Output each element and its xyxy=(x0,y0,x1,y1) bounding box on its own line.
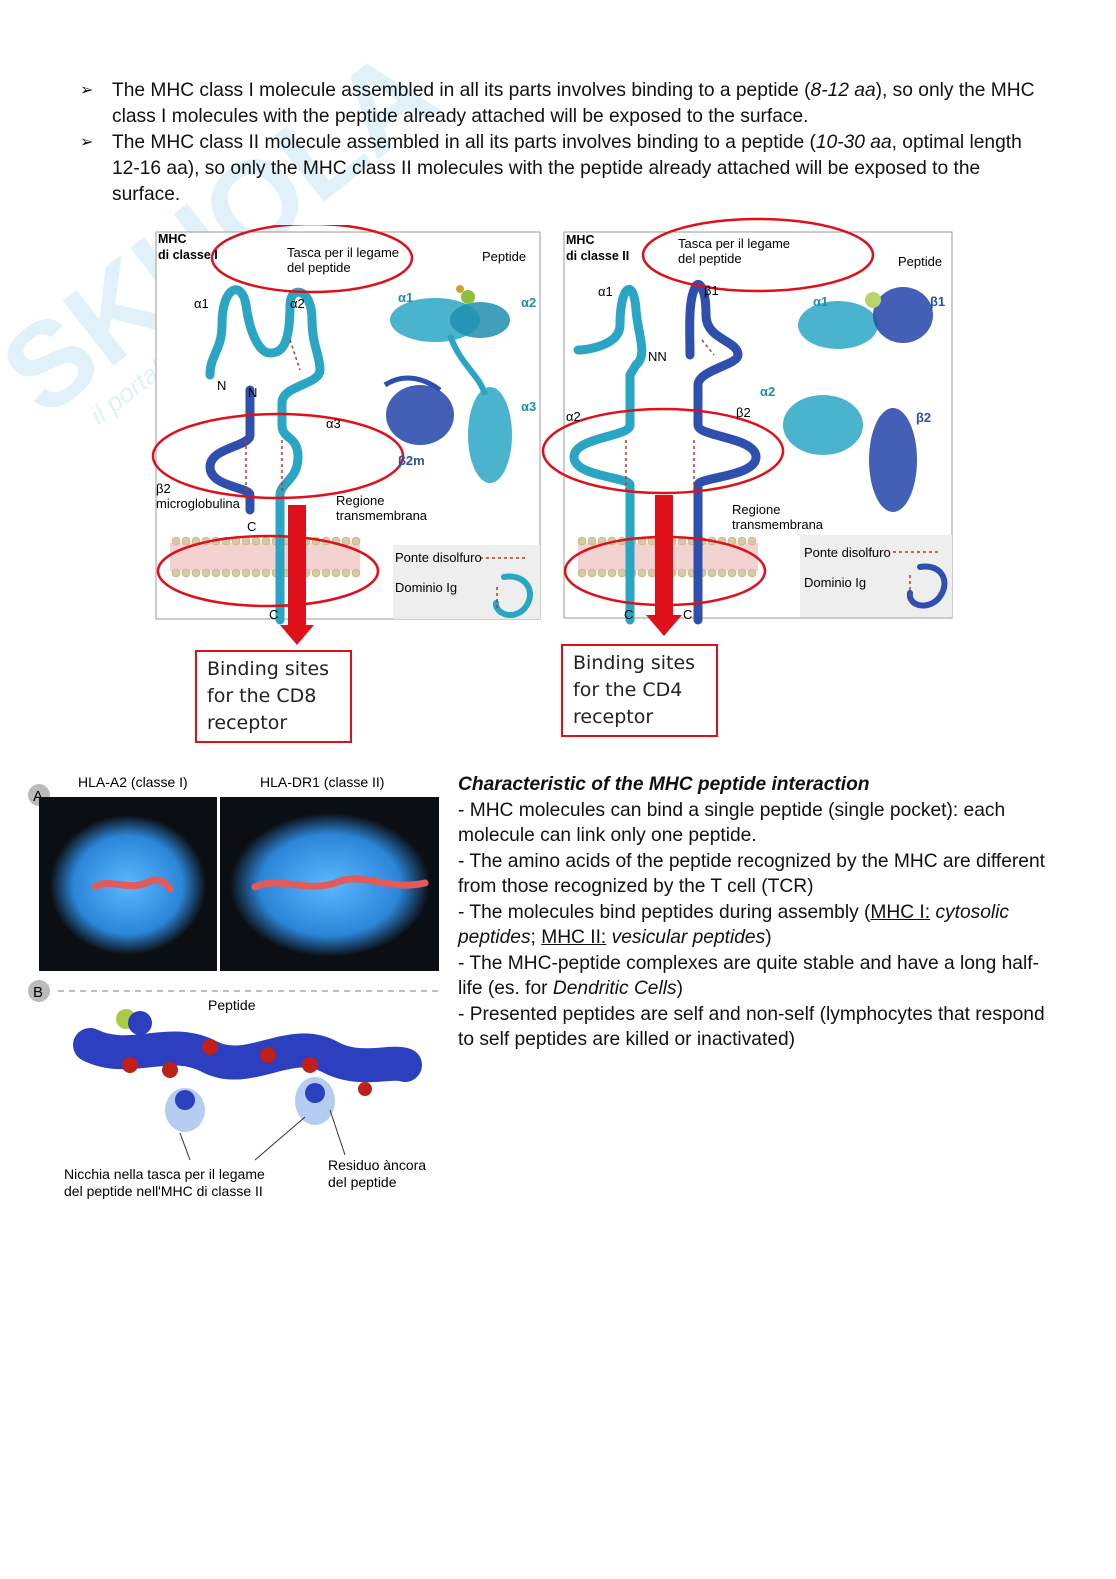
figure-peptide-binding: A HLA-A2 (classe I) HLA-DR1 (classe II) … xyxy=(20,765,450,1205)
alpha2-label: α2 xyxy=(566,409,581,424)
c-terminus-label: C xyxy=(269,607,278,622)
arrow-bullet-icon: ➢ xyxy=(80,78,93,104)
characteristics-title: Characteristic of the MHC peptide intera… xyxy=(458,772,1058,798)
c-terminus-label: C xyxy=(683,607,692,622)
legend-disulfide-label: Ponte disolfuro xyxy=(395,550,482,565)
cd8-box-line: for the CD8 xyxy=(207,683,340,710)
bullet-text: The MHC class II molecule assembled in a… xyxy=(112,132,816,153)
fig-title: di classe II xyxy=(566,249,629,263)
item-underline: MHC II: xyxy=(541,927,606,948)
alpha1-ribbon-label: α1 xyxy=(813,294,828,309)
arrow-bullet-icon: ➢ xyxy=(80,130,93,156)
peptide-label: Peptide xyxy=(208,997,256,1013)
alpha1-ribbon-label: α1 xyxy=(398,290,413,305)
alpha2-ribbon-label: α2 xyxy=(521,295,536,310)
beta2-label: microglobulina xyxy=(156,496,241,511)
characteristics-item: - The amino acids of the peptide recogni… xyxy=(458,849,1058,900)
cd4-box-line: Binding sites xyxy=(573,650,706,677)
pocket-label: Tasca per il legame xyxy=(678,236,790,251)
alpha3-label: α3 xyxy=(326,416,341,431)
beta2-ribbon-label: β2 xyxy=(916,410,931,425)
alpha1-label: α1 xyxy=(598,284,613,299)
bullet-list: ➢ The MHC class I molecule assembled in a… xyxy=(80,78,1040,208)
transmembrane-label: transmembrana xyxy=(732,517,824,532)
transmembrane-label: Regione xyxy=(732,502,780,517)
n-terminus-label: N xyxy=(248,385,257,400)
characteristics-item: - The molecules bind peptides during ass… xyxy=(458,900,1058,951)
item-text: ) xyxy=(677,978,683,999)
c-terminus-label: C xyxy=(624,607,633,622)
fig-title: di classe I xyxy=(158,248,218,262)
item-text: - The MHC-peptide complexes are quite st… xyxy=(458,953,1039,1000)
n-terminus-label: NN xyxy=(648,349,667,364)
characteristics-item: - Presented peptides are self and non-se… xyxy=(458,1002,1058,1053)
pocket-label: del peptide xyxy=(287,260,351,275)
cd4-box-line: receptor xyxy=(573,704,706,731)
pocket-label: Tasca per il legame xyxy=(287,245,399,260)
pocket-label: del peptide xyxy=(678,251,742,266)
alpha2-ribbon-label: α2 xyxy=(760,384,775,399)
cd4-binding-box: Binding sites for the CD4 receptor xyxy=(561,644,718,737)
panel-b-label: B xyxy=(33,984,43,1001)
peptide-label: Peptide xyxy=(898,254,942,269)
peptide-label: Peptide xyxy=(482,249,526,264)
cd8-box-line: receptor xyxy=(207,710,340,737)
alpha2-label: α2 xyxy=(290,296,305,311)
characteristics-item: - MHC molecules can bind a single peptid… xyxy=(458,798,1058,849)
figure-mhc-class-1: MHC di classe I Tasca per il legame del … xyxy=(150,225,550,645)
characteristics-section: Characteristic of the MHC peptide intera… xyxy=(458,772,1058,1053)
cd8-binding-box: Binding sites for the CD8 receptor xyxy=(195,650,352,743)
cd4-box-line: for the CD4 xyxy=(573,677,706,704)
n-terminus-label: N xyxy=(217,378,226,393)
characteristics-item: - The MHC-peptide complexes are quite st… xyxy=(458,951,1058,1002)
bullet-item-class1: ➢ The MHC class I molecule assembled in a… xyxy=(80,78,1040,130)
c-terminus-label: C xyxy=(247,519,256,534)
alpha1-label: α1 xyxy=(194,296,209,311)
alpha3-ribbon-label: α3 xyxy=(521,399,536,414)
fig-title: MHC xyxy=(158,232,186,246)
niche-label: Nicchia nella tasca per il legame xyxy=(64,1166,265,1182)
transmembrane-label: transmembrana xyxy=(336,508,428,523)
item-italic: Dendritic Cells xyxy=(553,978,677,999)
bullet-emph: 8-12 aa xyxy=(811,80,876,101)
hla-dr1-label: HLA-DR1 (classe II) xyxy=(260,774,384,790)
legend-disulfide-label: Ponte disolfuro xyxy=(804,545,891,560)
anchor-residue-label: del peptide xyxy=(328,1174,397,1190)
transmembrane-label: Regione xyxy=(336,493,384,508)
item-text: ; xyxy=(531,927,542,948)
peptide-spacefill-model xyxy=(90,1009,405,1132)
item-italic: vesicular peptides xyxy=(612,927,766,948)
item-underline: MHC I: xyxy=(870,902,930,923)
beta1-label: β1 xyxy=(704,283,719,298)
hla-a2-label: HLA-A2 (classe I) xyxy=(78,774,188,790)
beta1-ribbon-label: β1 xyxy=(930,294,945,309)
beta2-label: β2 xyxy=(156,481,171,496)
cd8-box-line: Binding sites xyxy=(207,656,340,683)
bullet-item-class2: ➢ The MHC class II molecule assembled in … xyxy=(80,130,1040,208)
legend-ig-label: Dominio Ig xyxy=(804,575,866,590)
legend-ig-label: Dominio Ig xyxy=(395,580,457,595)
beta2-label: β2 xyxy=(736,405,751,420)
item-text: ) xyxy=(765,927,771,948)
figure-mhc-class-2: MHC di classe II Tasca per il legame del… xyxy=(538,215,958,645)
anchor-residue-label: Residuo àncora xyxy=(328,1157,426,1173)
item-text: - The molecules bind peptides during ass… xyxy=(458,902,870,923)
fig-title: MHC xyxy=(566,233,594,247)
niche-label: del peptide nell'MHC di classe II xyxy=(64,1183,263,1199)
bullet-emph: 10-30 aa xyxy=(816,132,892,153)
bullet-text: The MHC class I molecule assembled in al… xyxy=(112,80,811,101)
beta2m-label: β2m xyxy=(398,453,425,468)
